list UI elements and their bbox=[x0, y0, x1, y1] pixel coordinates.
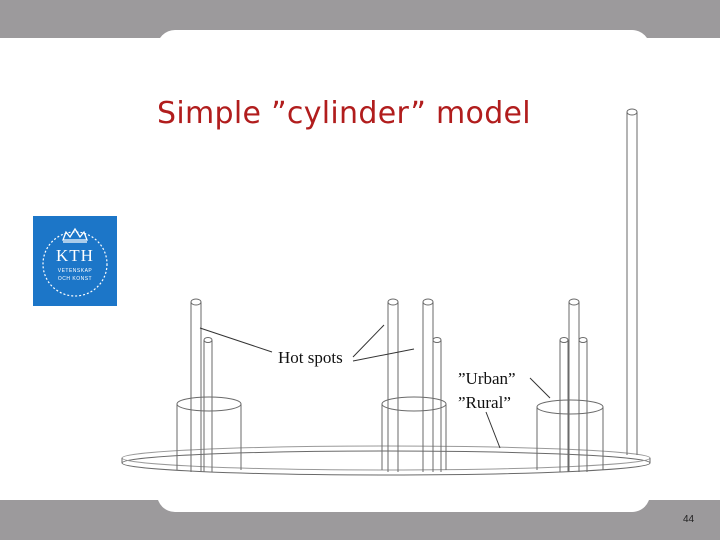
hot-spot-pole-8 bbox=[578, 337, 588, 472]
logo-line2: OCH KONST bbox=[57, 276, 93, 282]
hot-spot-pole-7 bbox=[559, 337, 569, 472]
base-disk bbox=[121, 445, 651, 476]
slide-title: Simple ”cylinder” model bbox=[157, 96, 531, 131]
leader-rural bbox=[485, 411, 501, 449]
urban-cylinder-middle bbox=[381, 396, 447, 470]
label-rural: ”Rural” bbox=[458, 393, 511, 412]
kth-crest-icon bbox=[42, 227, 108, 297]
leader-hotspot-1 bbox=[199, 327, 273, 353]
hot-spot-pole-1 bbox=[190, 298, 202, 472]
leader-hotspot-2 bbox=[352, 324, 385, 358]
logo-kth-text: KTH bbox=[56, 246, 94, 265]
label-urban: ”Urban” bbox=[458, 369, 516, 388]
urban-cylinder-left bbox=[176, 396, 242, 470]
tall-pole bbox=[626, 108, 638, 455]
hot-spot-pole-3 bbox=[387, 298, 399, 472]
hot-spot-pole-6 bbox=[568, 298, 580, 472]
label-hot-spots: Hot spots bbox=[278, 348, 343, 367]
hot-spot-pole-5 bbox=[432, 337, 442, 472]
logo-line1: VETENSKAP bbox=[57, 268, 93, 274]
page-number: 44 bbox=[683, 514, 695, 525]
leader-hotspot-3 bbox=[352, 348, 415, 362]
kth-logo: KTH VETENSKAP OCH KONST bbox=[33, 216, 117, 306]
urban-cylinder-right bbox=[536, 399, 604, 470]
leader-urban bbox=[529, 377, 551, 399]
hot-spot-pole-2 bbox=[203, 337, 213, 472]
